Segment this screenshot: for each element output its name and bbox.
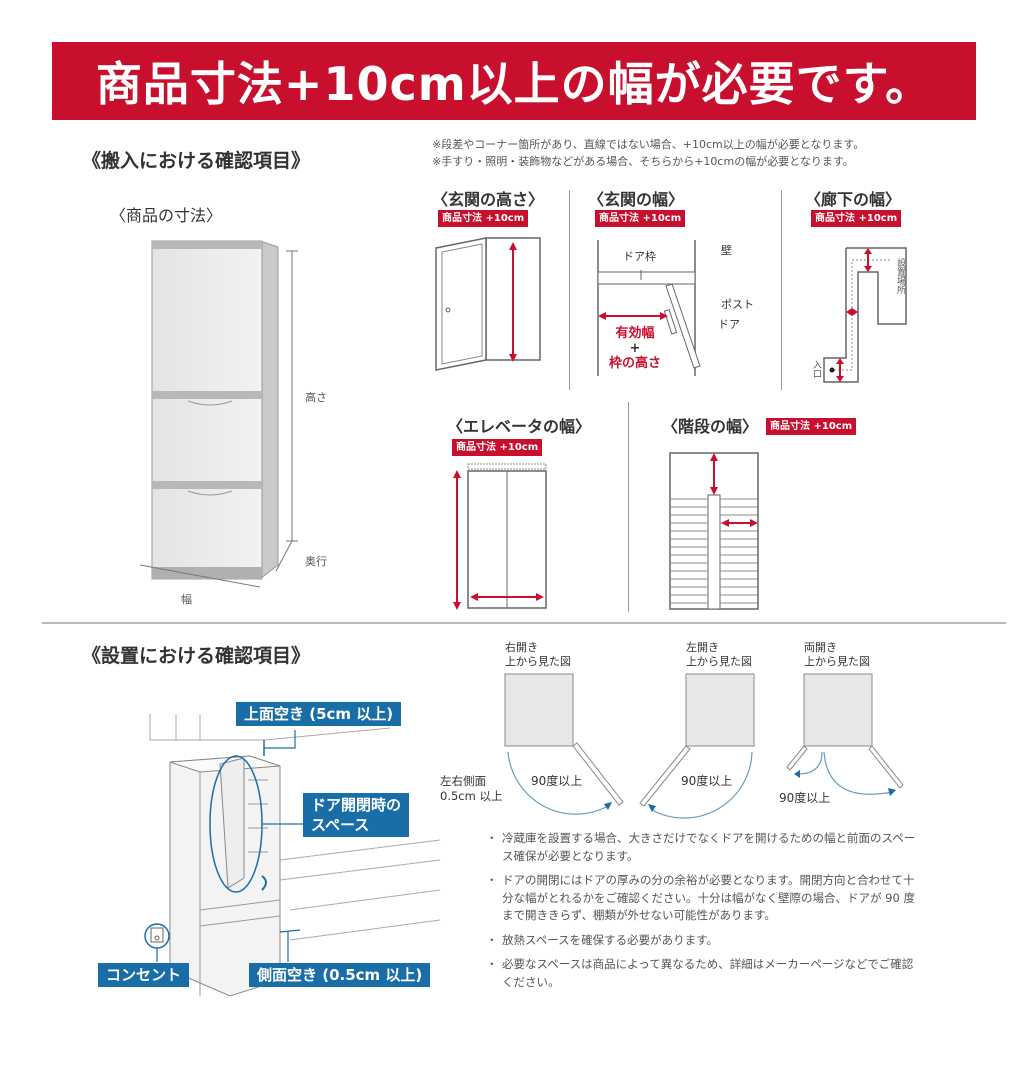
- side-clearance-note: 左右側面 0.5cm 以上: [440, 774, 503, 803]
- entrance-height-title: 〈玄関の高さ〉: [432, 190, 545, 209]
- stairs-width-badge: 商品寸法 +10cm: [766, 418, 857, 435]
- left-open-angle: 90度以上: [681, 774, 733, 788]
- entrance-width-badge: 商品寸法 +10cm: [595, 210, 686, 227]
- double-open-angle: 90度以上: [779, 791, 831, 805]
- door-swing-diagrams: [504, 673, 904, 819]
- list-item: 放熱スペースを確保する必要があります。: [486, 932, 918, 950]
- left-open-label: 左開き 上から見た図: [686, 641, 752, 668]
- dimension-height-label: 高さ: [305, 391, 327, 404]
- delivery-note-2: ※手すり・照明・装飾物などがある場合、そちらから+10cmの幅が必要となります。: [432, 155, 854, 168]
- divider: [628, 402, 629, 612]
- entrance-label: 入口: [811, 360, 821, 378]
- top-clearance-callout: 上面空き (5cm 以上): [236, 702, 402, 726]
- entrance-width-title: 〈玄関の幅〉: [588, 190, 685, 209]
- dimension-depth-label: 奥行: [305, 555, 327, 568]
- double-open-label: 両開き 上から見た図: [804, 641, 870, 668]
- refrigerator-illustration: [139, 240, 298, 588]
- elevator-width-title: 〈エレベータの幅〉: [447, 417, 592, 436]
- installation-illustration: [144, 714, 441, 997]
- hallway-width-diagram: [823, 247, 907, 383]
- door-label: ドア: [718, 318, 740, 331]
- elevator-width-badge: 商品寸法 +10cm: [452, 439, 543, 456]
- entrance-height-badge: 商品寸法 +10cm: [438, 210, 529, 227]
- elevator-width-diagram: [453, 463, 547, 610]
- entrance-height-diagram: [435, 237, 541, 371]
- right-open-label: 右開き 上から見た図: [505, 641, 571, 668]
- side-clearance-callout: 側面空き (0.5cm 以上): [249, 963, 431, 987]
- divider: [781, 190, 782, 390]
- hallway-width-badge: 商品寸法 +10cm: [811, 210, 902, 227]
- outlet-callout: コンセント: [98, 963, 190, 987]
- door-space-callout: ドア開閉時の スペース: [303, 793, 410, 837]
- installation-section-heading: 《設置における確認項目》: [82, 645, 311, 667]
- dimension-width-label: 幅: [181, 593, 192, 606]
- install-location-label: 設置場所: [895, 258, 905, 294]
- list-item: 冷蔵庫を設置する場合、大きさだけでなくドアを開けるための幅と前面のスペース確保が…: [486, 830, 918, 865]
- right-open-angle: 90度以上: [531, 774, 583, 788]
- header-banner: 商品寸法+10cm以上の幅が必要です。: [52, 42, 976, 120]
- hallway-width-title: 〈廊下の幅〉: [805, 190, 902, 209]
- list-item: 必要なスペースは商品によって異なるため、詳細はメーカーページなどでご確認ください…: [486, 956, 918, 991]
- stairs-width-diagram: [669, 452, 759, 610]
- section-divider: [42, 622, 1006, 624]
- effective-width-label: 有効幅 + 枠の高さ: [608, 326, 661, 371]
- list-item: ドアの開閉にはドアの厚みの分の余裕が必要となります。開閉方向と合わせて十分な幅が…: [486, 872, 918, 925]
- delivery-note-1: ※段差やコーナー箇所があり、直線ではない場合、+10cm以上の幅が必要となります…: [432, 138, 865, 151]
- product-dimensions-title: 〈商品の寸法〉: [110, 206, 223, 225]
- stairs-width-title: 〈階段の幅〉: [662, 417, 759, 436]
- wall-label: 壁: [721, 244, 732, 257]
- delivery-section-heading: 《搬入における確認項目》: [82, 150, 311, 172]
- installation-notes-list: 冷蔵庫を設置する場合、大きさだけでなくドアを開けるための幅と前面のスペース確保が…: [486, 830, 918, 998]
- entrance-width-diagram: [597, 240, 701, 376]
- door-frame-label: ドア枠: [623, 250, 656, 263]
- post-label: ポスト: [721, 298, 754, 311]
- page-title: 商品寸法+10cm以上の幅が必要です。: [95, 57, 933, 111]
- divider: [569, 190, 570, 390]
